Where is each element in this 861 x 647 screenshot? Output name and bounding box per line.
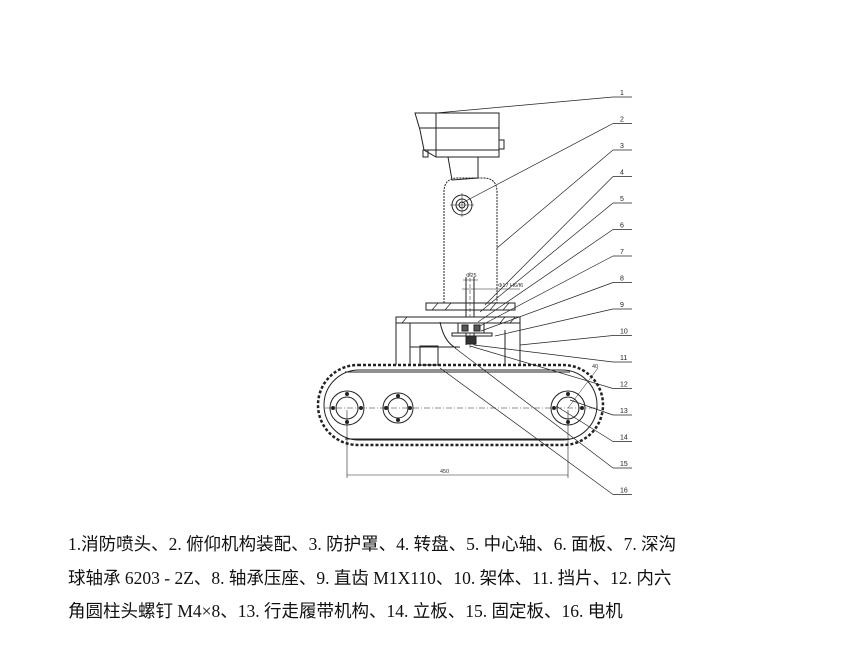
part-number-label: 15 <box>620 461 628 468</box>
part-number-label: 6 <box>620 223 624 230</box>
part-number-label: 11 <box>620 355 627 362</box>
leader-line <box>496 149 614 249</box>
leader-line <box>469 345 614 389</box>
leader-line <box>454 347 614 469</box>
fire-nozzle <box>414 112 505 181</box>
part-number-label: 14 <box>620 435 628 442</box>
part-number-label: 7 <box>620 249 624 256</box>
dimension-wheel-spacing: 450 <box>440 469 449 475</box>
leader-line <box>479 202 614 313</box>
part-number-label: 2 <box>620 117 624 124</box>
leader-line <box>479 255 614 327</box>
leader-line <box>439 367 614 495</box>
leader-line <box>555 405 614 442</box>
part-number-label: 4 <box>620 170 624 177</box>
part-number-label: 16 <box>620 488 628 495</box>
leader-line <box>494 308 614 337</box>
leader-line <box>473 344 614 363</box>
protective-cover <box>443 177 498 303</box>
leader-line <box>477 229 614 323</box>
crawler-track: 40 <box>316 363 605 447</box>
part-number-label: 9 <box>620 302 624 309</box>
dimension-wheel-radius: 40 <box>592 364 598 370</box>
leader-line <box>435 96 614 114</box>
assembly-drawing: Φ25 Φ17 H6/f6 <box>316 90 632 495</box>
part-number-label: 5 <box>620 196 624 203</box>
figure-caption: 1.消防喷头、2. 俯仰机构装配、3. 防护罩、4. 转盘、5. 中心轴、6. … <box>68 528 858 629</box>
caption-line: 1.消防喷头、2. 俯仰机构装配、3. 防护罩、4. 转盘、5. 中心轴、6. … <box>68 534 677 554</box>
dimension-bearing-fit: Φ17 H6/f6 <box>498 283 523 289</box>
part-number-label: 8 <box>620 276 624 283</box>
part-number-label: 13 <box>620 408 628 415</box>
part-number-label: 3 <box>620 143 624 150</box>
part-number-label: 12 <box>620 382 628 389</box>
leader-line <box>461 123 614 204</box>
caption-line: 球轴承 6203 - 2Z、8. 轴承压座、9. 直齿 M1X110、10. 架… <box>68 567 672 588</box>
dimension-line: 450 <box>346 410 569 478</box>
dimension-shaft-diameter: Φ25 <box>466 273 477 279</box>
frame <box>395 316 521 366</box>
leader-line <box>480 282 614 332</box>
leader-line <box>484 176 614 306</box>
leader-line <box>569 399 614 416</box>
leader-line <box>519 335 614 346</box>
wheel <box>382 392 414 424</box>
part-number-label: 10 <box>620 329 628 336</box>
turntable: Φ25 Φ17 H6/f6 <box>425 272 523 350</box>
part-number-label: 1 <box>620 90 624 97</box>
caption-line: 角圆柱头螺钉 M4×8、13. 行走履带机构、14. 立板、15. 固定板、16… <box>68 601 623 621</box>
